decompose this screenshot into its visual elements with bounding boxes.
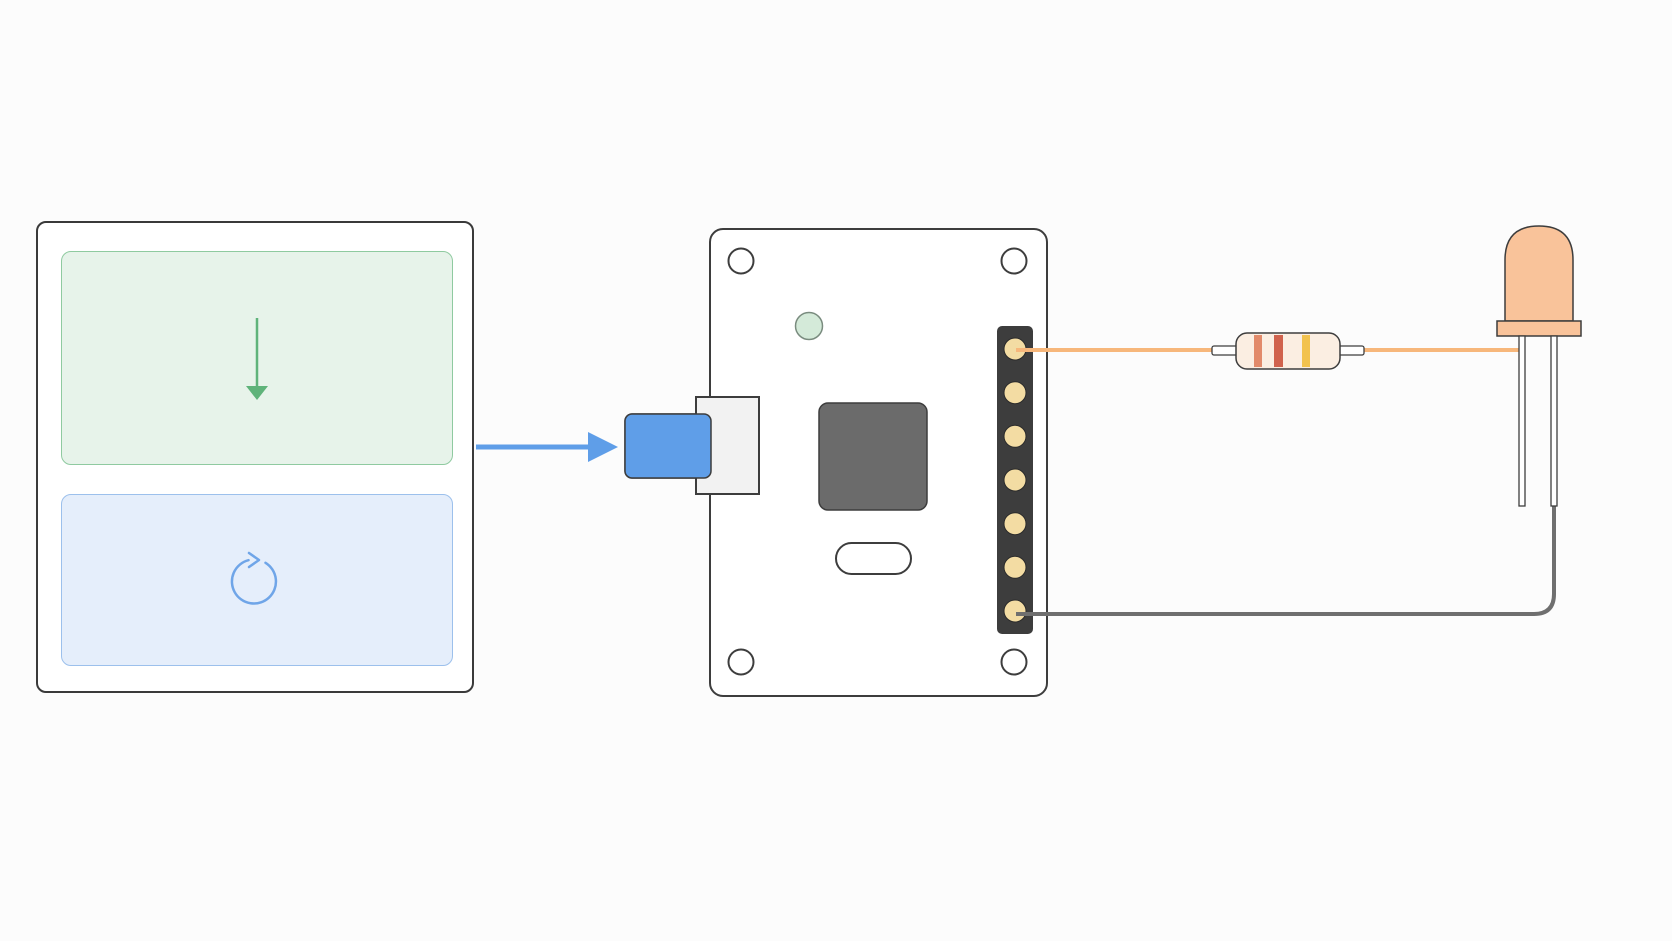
- header-strip: [997, 326, 1033, 634]
- usb-plug-body: [624, 413, 712, 479]
- header-pin: [1003, 599, 1027, 623]
- upload-tile[interactable]: [61, 251, 453, 465]
- status-led: [794, 311, 824, 341]
- reset-tile[interactable]: [61, 494, 453, 666]
- header-pin: [1003, 337, 1027, 361]
- resistor-band: [1302, 335, 1310, 367]
- resistor-band: [1274, 335, 1283, 367]
- ground-wire: [1016, 506, 1556, 616]
- header-pin: [1003, 468, 1027, 492]
- resistor: [1211, 332, 1365, 370]
- usb-link-arrow: [476, 432, 618, 462]
- usb-port: [695, 396, 760, 495]
- led: [1496, 225, 1582, 507]
- header-pin: [1003, 424, 1027, 448]
- mounting-hole: [1000, 648, 1028, 676]
- host-panel: [36, 221, 474, 693]
- led-anode-leg: [1518, 335, 1526, 507]
- refresh-icon: [225, 548, 289, 612]
- usb-port-face: [695, 396, 760, 495]
- microcontroller-chip: [818, 402, 928, 511]
- header-pin: [1003, 512, 1027, 536]
- header-pins: [1003, 337, 1027, 623]
- onboard-button: [835, 542, 912, 575]
- microcontroller-board: [709, 228, 1048, 697]
- header-pin: [1003, 555, 1027, 579]
- led-cathode-leg: [1550, 335, 1558, 507]
- resistor-band: [1254, 335, 1262, 367]
- mounting-hole: [1000, 247, 1028, 275]
- header-pin: [1003, 381, 1027, 405]
- mounting-hole: [727, 247, 755, 275]
- usb-plug: [624, 413, 712, 479]
- mounting-hole: [727, 648, 755, 676]
- arrow-down-icon: [237, 308, 277, 408]
